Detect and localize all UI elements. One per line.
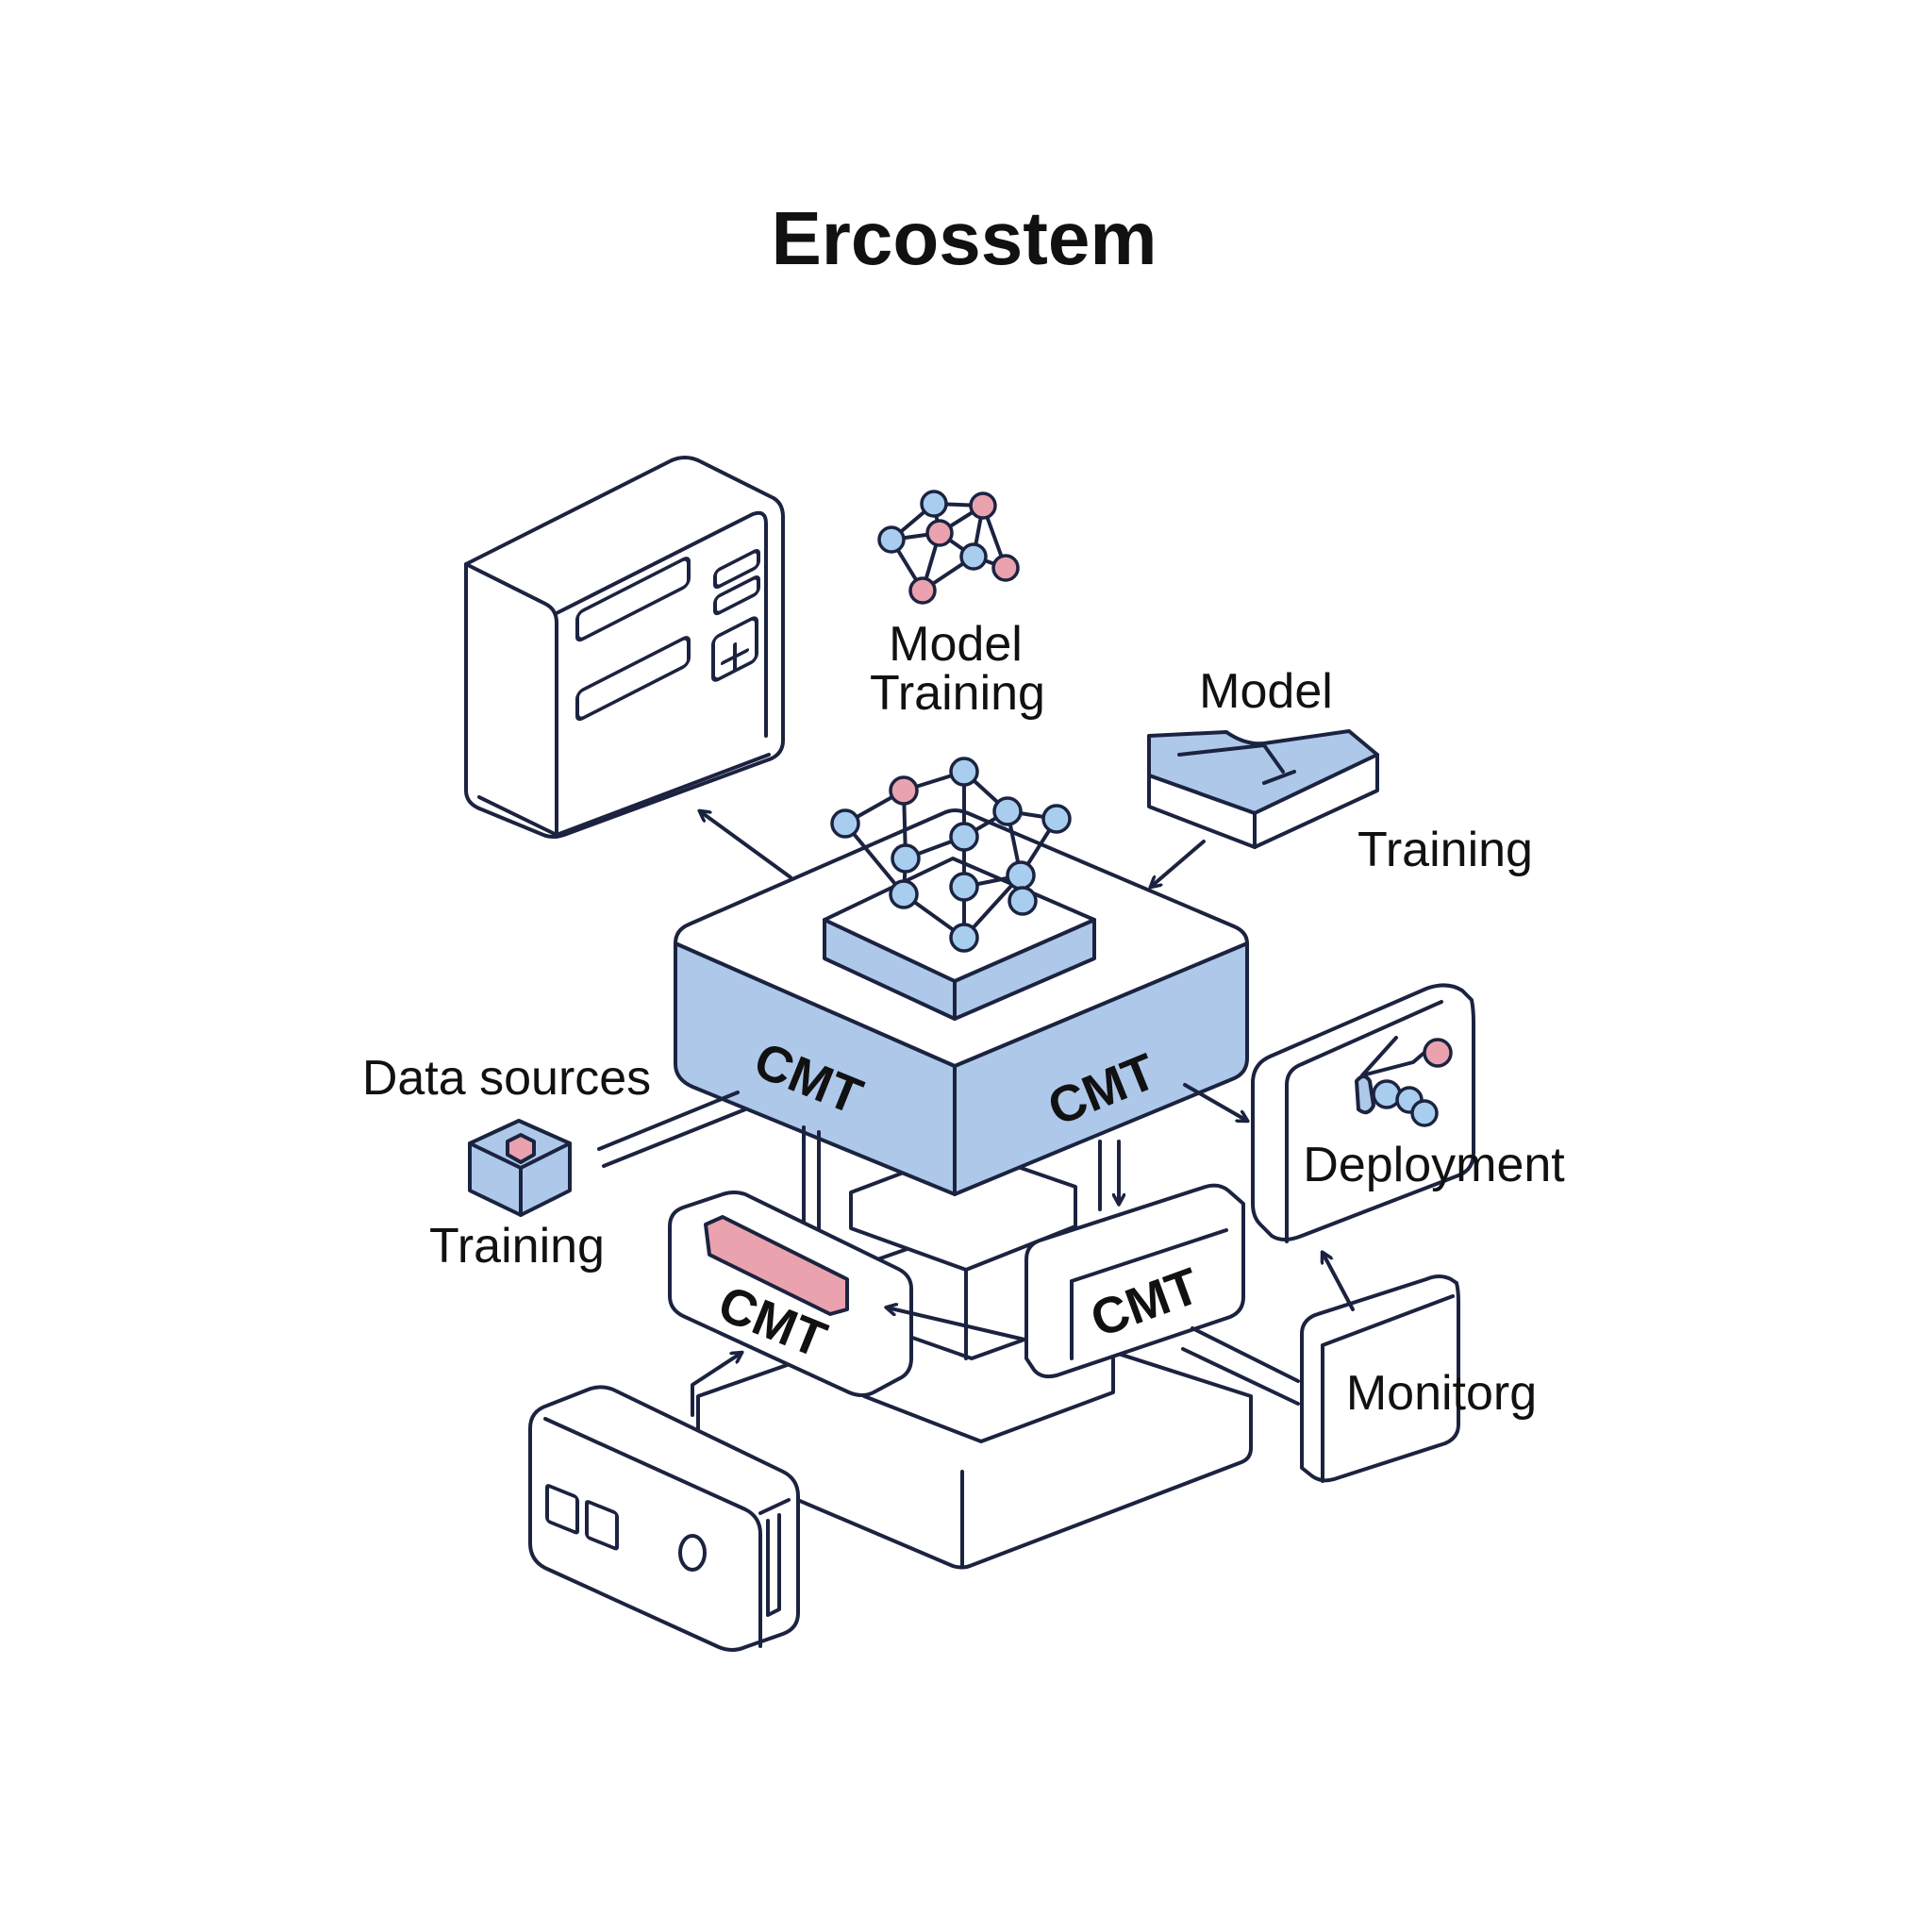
label-deployment: Deployment — [1303, 1138, 1565, 1192]
arrow-hardware-to-module — [691, 1353, 741, 1417]
module-right — [1024, 1183, 1245, 1379]
diagram-title: Ercosstem — [771, 196, 1157, 280]
monitor-connector — [1181, 1326, 1300, 1406]
model-slab-icon — [1147, 729, 1379, 849]
data-connector — [597, 1091, 747, 1168]
arrow-from-model — [1151, 840, 1206, 887]
label-monitoring: Monitorg — [1346, 1366, 1537, 1421]
label-training-right: Training — [1357, 823, 1533, 877]
deployment-device-icon — [1251, 983, 1475, 1243]
flow-arrows — [691, 811, 1355, 1417]
data-cube-icon — [468, 1119, 572, 1217]
label-training-left: Training — [429, 1219, 605, 1274]
neural-network-icon — [830, 757, 1072, 953]
dashboard-panel-icon — [464, 456, 785, 839]
monitor-device-icon — [1300, 1274, 1460, 1483]
arrow-monitor-to-deployment — [1323, 1253, 1355, 1311]
central-platform — [674, 808, 1249, 1196]
label-data-sources: Data sources — [362, 1051, 651, 1106]
module-left — [668, 1191, 913, 1397]
arrow-into-left-module — [887, 1307, 1026, 1341]
label-model-training-line2: Training — [870, 666, 1045, 721]
arrow-to-dashboard — [700, 811, 792, 879]
hardware-device-icon — [528, 1385, 800, 1652]
label-model-training-line1: Model — [889, 617, 1023, 672]
arrow-to-deployment — [1183, 1083, 1247, 1121]
label-model: Model — [1199, 664, 1333, 719]
network-graph-icon — [877, 490, 1020, 605]
